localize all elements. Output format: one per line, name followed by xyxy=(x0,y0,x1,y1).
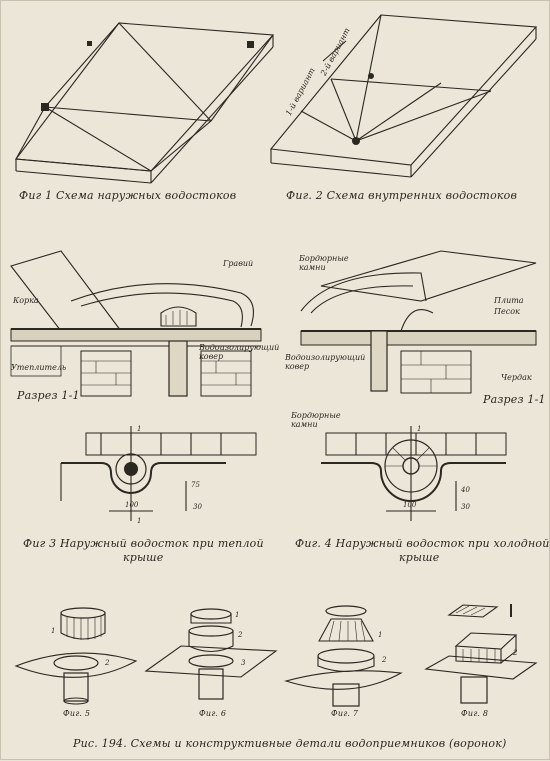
dim-30-right-label: 30 xyxy=(461,503,470,511)
fig1-caption: Фиг 1 Схема наружных водостоков xyxy=(19,189,237,202)
fig6-num-2: 2 xyxy=(238,631,243,639)
fig2-drawing xyxy=(269,14,538,178)
curb-stones-top-label: Бордюрные камни xyxy=(299,254,349,272)
fig7-num-2: 2 xyxy=(382,656,387,664)
waterproof-left-label: Водоизолирующий ковер xyxy=(199,343,280,361)
sand-label: Песок xyxy=(494,307,520,316)
fig4-caption-line2: крыше xyxy=(399,551,440,564)
gravel-label: Гравий xyxy=(223,259,254,268)
section-left-drawing xyxy=(10,250,262,397)
fig8-caption: Фиг. 8 xyxy=(461,709,489,718)
fig7-num-1: 1 xyxy=(378,631,383,639)
waterproof-right-label: Водоизолирующий ковер xyxy=(285,353,366,371)
cut-mark-top-right: 1 xyxy=(417,425,422,433)
fig5-drawing xyxy=(14,607,138,705)
section-right-label: Разрез 1-1 xyxy=(483,393,546,406)
fig4-drawing xyxy=(321,426,507,521)
dim-30-left-label: 30 xyxy=(193,503,202,511)
cut-mark-top-left: 1 xyxy=(137,425,142,433)
fig3-caption-line1: Фиг 3 Наружный водосток при теплой xyxy=(23,537,264,550)
fig5-num-1: 1 xyxy=(51,627,56,635)
section-right-drawing xyxy=(300,250,537,394)
fig5-caption: Фиг. 5 xyxy=(63,709,91,718)
fig5-num-2: 2 xyxy=(105,659,110,667)
fig7-drawing xyxy=(284,605,403,707)
section-left-label: Разрез 1-1 xyxy=(17,389,80,402)
fig6-caption: Фиг. 6 xyxy=(199,709,227,718)
cut-mark-bottom-left: 1 xyxy=(137,517,142,525)
fig7-caption: Фиг. 7 xyxy=(331,709,359,718)
dim-100-right-label: 100 xyxy=(403,501,417,509)
fig3-drawing xyxy=(60,426,257,521)
fig6-num-3: 3 xyxy=(241,659,246,667)
fig6-drawing xyxy=(144,608,278,700)
fig2-caption: Фиг. 2 Схема внутренних водостоков xyxy=(286,189,518,202)
fig8-drawing xyxy=(424,604,538,704)
fig1-drawing xyxy=(14,22,275,184)
fig3-caption-line2: крыше xyxy=(123,551,164,564)
fig6-num-1: 1 xyxy=(235,611,240,619)
crust-label: Корка xyxy=(13,296,39,305)
curb-stones-bottom-label: Бордюрные камни xyxy=(291,411,341,429)
dim-100-left-label: 100 xyxy=(125,501,139,509)
slab-label: Плита xyxy=(494,296,524,305)
fig4-caption-line1: Фиг. 4 Наружный водосток при холодной xyxy=(295,537,550,550)
fig8-num-2: 2 xyxy=(513,649,518,657)
attic-label: Чердак xyxy=(501,373,532,382)
insulation-label: Утеплитель xyxy=(11,363,67,372)
dim-40-label: 40 xyxy=(461,486,470,494)
dim-75-label: 75 xyxy=(191,481,200,489)
main-caption: Рис. 194. Схемы и конструктивные детали … xyxy=(73,737,507,750)
